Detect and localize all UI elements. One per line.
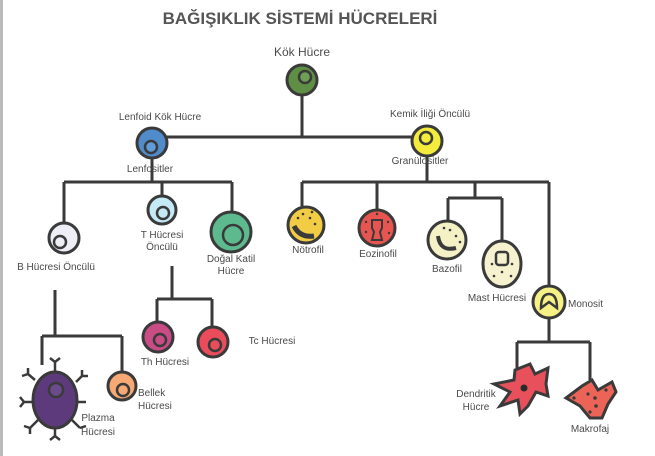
svg-text:Plazma: Plazma (81, 413, 115, 424)
eosinophil: Eozinofil (357, 208, 397, 260)
svg-text:Bazofil: Bazofil (432, 264, 462, 275)
macrophage: Makrofaj (563, 377, 618, 435)
left-edge (0, 0, 3, 456)
svg-text:Hücresi: Hücresi (81, 427, 115, 438)
svg-text:Kök Hücre: Kök Hücre (274, 45, 330, 59)
svg-text:Nötrofil: Nötrofil (292, 245, 324, 256)
svg-text:B Hücresi Öncülü: B Hücresi Öncülü (17, 261, 95, 273)
svg-text:Hücre: Hücre (218, 266, 245, 277)
diagram-title: BAĞIŞIKLIK SİSTEMİ HÜCRELERİ (163, 9, 438, 28)
svg-text:Eozinofil: Eozinofil (359, 249, 397, 260)
svg-text:Granülositler: Granülositler (392, 156, 449, 167)
svg-text:Th Hücresi: Th Hücresi (141, 357, 189, 368)
memory-cell: Bellek Hücresi (106, 370, 172, 412)
stem-cell: Kök Hücre (274, 45, 330, 97)
dendritic-cell: Dendritik Hücre (456, 362, 550, 418)
natural-killer-cell: Doğal Katil Hücre (207, 210, 255, 277)
t-cell-precursor: T Hücresi Öncülü (141, 194, 184, 253)
svg-text:Monosit: Monosit (568, 299, 603, 310)
plasma-cell: Plazma Hücresi (19, 357, 115, 441)
svg-text:Mast Hücresi: Mast Hücresi (468, 293, 526, 304)
svg-text:Tc Hücresi: Tc Hücresi (249, 336, 296, 347)
myeloid-progenitor: Kemik İliği Öncülü Granülositler (390, 107, 470, 167)
svg-text:Lenfoid Kök Hücre: Lenfoid Kök Hücre (119, 112, 202, 123)
connectors (40, 95, 592, 380)
svg-text:Bellek: Bellek (138, 388, 166, 399)
svg-text:T Hücresi: T Hücresi (141, 230, 184, 241)
lymphoid-stem-cell: Lenfoid Kök Hücre Lenfositler (119, 112, 202, 175)
neutrophil: Nötrofil (286, 205, 326, 256)
b-cell-precursor: B Hücresi Öncülü (17, 221, 95, 273)
svg-text:Hücresi: Hücresi (138, 401, 172, 412)
svg-text:Kemik İliği Öncülü: Kemik İliği Öncülü (390, 107, 470, 120)
svg-text:Doğal Katil: Doğal Katil (207, 254, 255, 265)
svg-text:Dendritik: Dendritik (456, 389, 496, 400)
th-cell: Th Hücresi (141, 320, 189, 368)
svg-text:Makrofaj: Makrofaj (571, 424, 609, 435)
basophil: Bazofil (426, 219, 468, 275)
svg-text:Öncülü: Öncülü (146, 241, 178, 253)
monocyte: Monosit (531, 284, 603, 320)
svg-text:Lenfositler: Lenfositler (127, 164, 174, 175)
mast-cell: Mast Hücresi (468, 239, 526, 304)
svg-text:Hücre: Hücre (463, 402, 490, 413)
tc-cell: Tc Hücresi (196, 325, 296, 359)
